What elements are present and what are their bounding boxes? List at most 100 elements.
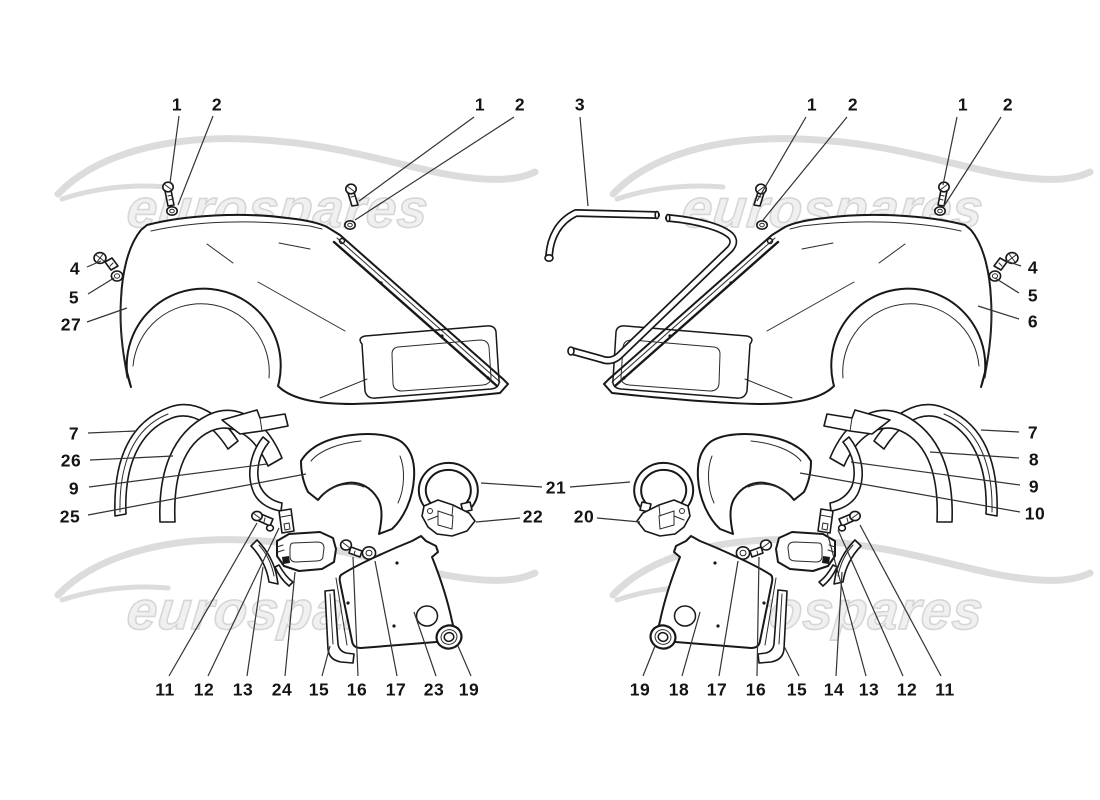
part-callout-27: 27 (60, 314, 82, 335)
part-callout-12: 12 (193, 679, 215, 700)
leader-line (86, 260, 102, 268)
part-callout-7: 7 (1027, 422, 1039, 443)
leader-line (826, 531, 867, 677)
fender-cowl-cap (300, 433, 416, 535)
part-callout-3: 3 (574, 94, 586, 115)
part-callout-18: 18 (668, 679, 690, 700)
part-callout-2: 2 (847, 94, 859, 115)
front-fender-panel (119, 213, 509, 405)
leader-line (859, 524, 942, 677)
part-callout-15: 15 (308, 679, 330, 700)
part-callout-16: 16 (346, 679, 368, 700)
part-callout-16: 16 (745, 679, 767, 700)
curved-spacer-strip (250, 539, 279, 585)
leader-line (799, 472, 1021, 513)
part-callout-17: 17 (706, 679, 728, 700)
leader-line (87, 430, 137, 434)
leader-line (87, 473, 307, 516)
leader-line (850, 461, 1021, 486)
mounting-block (278, 508, 295, 534)
leader-line (943, 116, 1002, 207)
cluster-screw-washer (251, 510, 275, 532)
leader-line (783, 645, 800, 677)
leader-line (480, 482, 543, 488)
part-callout-12: 12 (896, 679, 918, 700)
leader-line (596, 517, 641, 523)
part-callout-17: 17 (385, 679, 407, 700)
leader-line (929, 451, 1020, 459)
leader-line (756, 116, 807, 202)
part-callout-7: 7 (68, 423, 80, 444)
part-callout-1: 1 (171, 94, 183, 115)
leader-line (835, 571, 843, 677)
part-callout-21: 21 (545, 477, 567, 498)
leader-line (354, 116, 515, 221)
wheel-arch-liner (159, 409, 289, 523)
part-callout-1: 1 (474, 94, 486, 115)
part-callout-11: 11 (935, 679, 955, 700)
leader-line (246, 566, 264, 677)
leader-line (374, 560, 398, 677)
part-callout-2: 2 (1002, 94, 1014, 115)
leader-line (642, 645, 656, 677)
frame-tube (544, 209, 738, 365)
part-callout-9: 9 (1028, 476, 1040, 497)
leader-line (475, 517, 521, 523)
leader-line (169, 115, 180, 184)
part-callout-19: 19 (629, 679, 651, 700)
l-shaped-strip (324, 589, 355, 664)
part-callout-10: 10 (1024, 503, 1046, 524)
panel-screw-washer (339, 539, 377, 560)
part-callout-11: 11 (155, 679, 175, 700)
leader-line (86, 307, 128, 323)
part-callout-5: 5 (1027, 285, 1039, 306)
part-callout-8: 8 (1028, 449, 1040, 470)
part-callout-13: 13 (858, 679, 880, 700)
leader-line (942, 116, 958, 186)
leader-line (756, 556, 760, 677)
leader-line (88, 463, 268, 488)
part-callout-22: 22 (522, 506, 544, 527)
leader-line (207, 527, 280, 677)
part-callout-1: 1 (806, 94, 818, 115)
leader-line (837, 529, 904, 677)
leader-line (579, 116, 589, 207)
handle-bracket-plate (274, 531, 337, 587)
part-callout-24: 24 (271, 679, 293, 700)
part-callout-4: 4 (1027, 257, 1039, 278)
part-callout-13: 13 (232, 679, 254, 700)
leader-line (1005, 260, 1022, 267)
part-callout-5: 5 (68, 287, 80, 308)
leader-line (681, 611, 701, 677)
leader-line (980, 429, 1020, 433)
part-callout-4: 4 (69, 258, 81, 279)
part-callout-20: 20 (573, 506, 595, 527)
watermark-swoosh-icon (54, 135, 539, 202)
leader-line (87, 277, 115, 295)
part-callout-1: 1 (957, 94, 969, 115)
part-callout-23: 23 (423, 679, 445, 700)
fixing-screw-washer-set (162, 181, 359, 231)
leader-line (352, 556, 359, 677)
leader-line (977, 305, 1020, 320)
leader-line (413, 611, 437, 677)
leader-line (177, 115, 214, 206)
leader-line (994, 277, 1020, 294)
leader-line (321, 645, 331, 677)
side-bolt-nut (93, 251, 124, 282)
part-callout-2: 2 (514, 94, 526, 115)
support-bracket (421, 499, 476, 537)
leader-line (358, 116, 475, 202)
leader-line (284, 571, 296, 677)
part-callout-9: 9 (68, 478, 80, 499)
leader-line (457, 645, 472, 677)
part-callout-25: 25 (59, 506, 81, 527)
part-callout-14: 14 (823, 679, 845, 700)
leader-line (89, 455, 174, 461)
leader-line (718, 560, 739, 677)
leader-line (762, 116, 848, 221)
part-callout-15: 15 (786, 679, 808, 700)
curved-gasket-trim (249, 436, 283, 512)
